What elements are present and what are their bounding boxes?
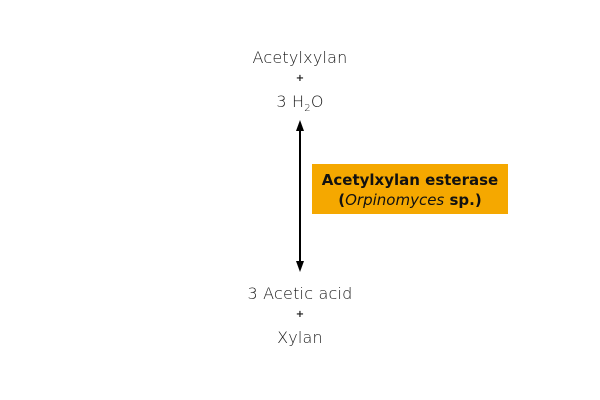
enzyme-organism-line: (Orpinomyces sp.) xyxy=(312,190,508,210)
water-subscript: 2 xyxy=(304,103,311,114)
product-xylan: Xylan xyxy=(277,328,323,347)
plus-sign-reactants: + xyxy=(295,73,305,84)
open-paren: ( xyxy=(338,191,346,209)
product-acetic-acid: 3 Acetic acid xyxy=(247,284,353,303)
reactant-acetylxylan: Acetylxylan xyxy=(252,48,348,67)
double-arrow-icon xyxy=(296,120,304,272)
water-coeff: 3 H xyxy=(276,92,305,111)
plus-sign-products: + xyxy=(295,309,305,320)
enzyme-name: Acetylxylan esterase xyxy=(321,171,499,189)
organism-name: Orpinomyces xyxy=(345,191,445,209)
organism-suffix: sp.) xyxy=(444,191,482,209)
enzyme-label-box: Acetylxylan esterase (Orpinomyces sp.) xyxy=(312,164,508,214)
reactant-water: 3 H2O xyxy=(200,92,400,114)
water-tail: O xyxy=(310,92,324,111)
